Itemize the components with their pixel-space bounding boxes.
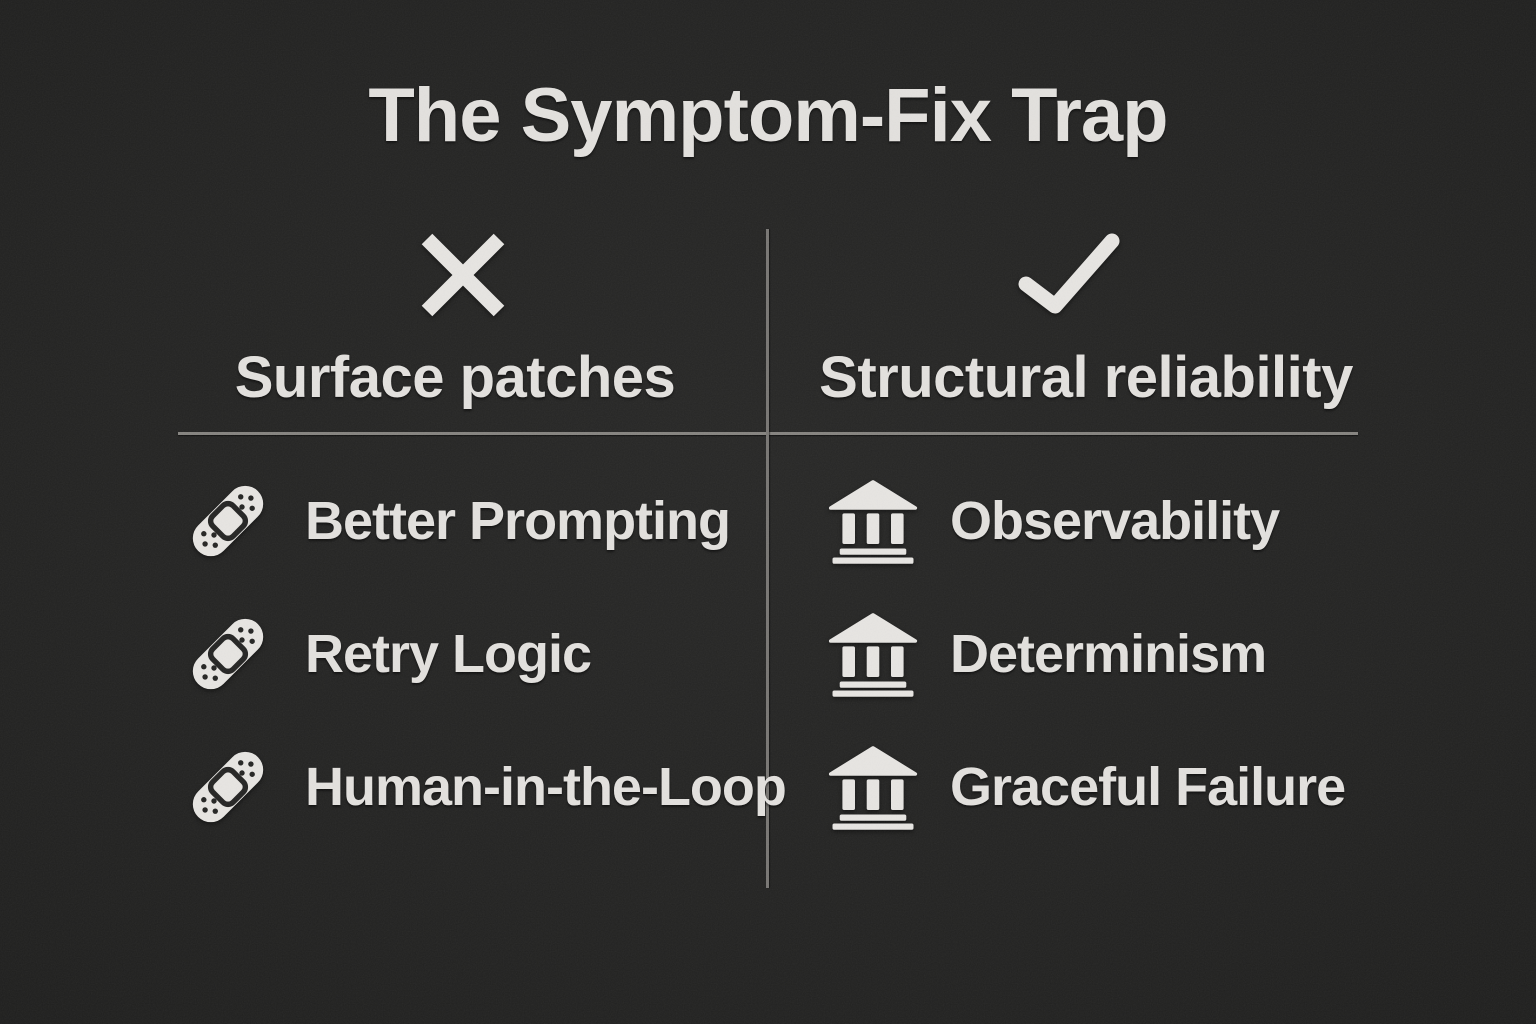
bandage-icon	[192, 751, 264, 823]
structural-reliability-list: Observability Determinism Grac	[828, 476, 1346, 832]
list-item: Graceful Failure	[828, 742, 1346, 832]
surface-patches-list: Better Prompting Retry Logic	[183, 476, 787, 832]
list-item-label: Retry Logic	[305, 624, 592, 684]
bank-icon	[828, 612, 918, 697]
list-item: Determinism	[828, 609, 1345, 699]
list-item-label: Graceful Failure	[950, 757, 1346, 817]
list-item: Better Prompting	[183, 476, 786, 566]
column-heading-surface-patches: Surface patches	[234, 345, 676, 410]
list-item-label: Determinism	[950, 624, 1267, 684]
x-icon	[421, 233, 505, 317]
column-heading-structural-reliability: Structural reliability	[819, 345, 1353, 410]
list-item: Human-in-the-Loop	[183, 742, 787, 832]
list-item: Observability	[828, 476, 1345, 566]
list-item-label: Better Prompting	[305, 491, 731, 551]
list-item: Retry Logic	[183, 609, 786, 699]
page-title: The Symptom-Fix Trap	[368, 73, 1168, 158]
bandage-icon	[192, 618, 264, 690]
bandage-icon	[192, 485, 264, 557]
bank-icon	[828, 745, 918, 830]
list-item-label: Observability	[950, 491, 1280, 551]
bank-icon	[828, 479, 918, 564]
list-item-label: Human-in-the-Loop	[305, 757, 787, 817]
check-icon	[1018, 233, 1120, 314]
